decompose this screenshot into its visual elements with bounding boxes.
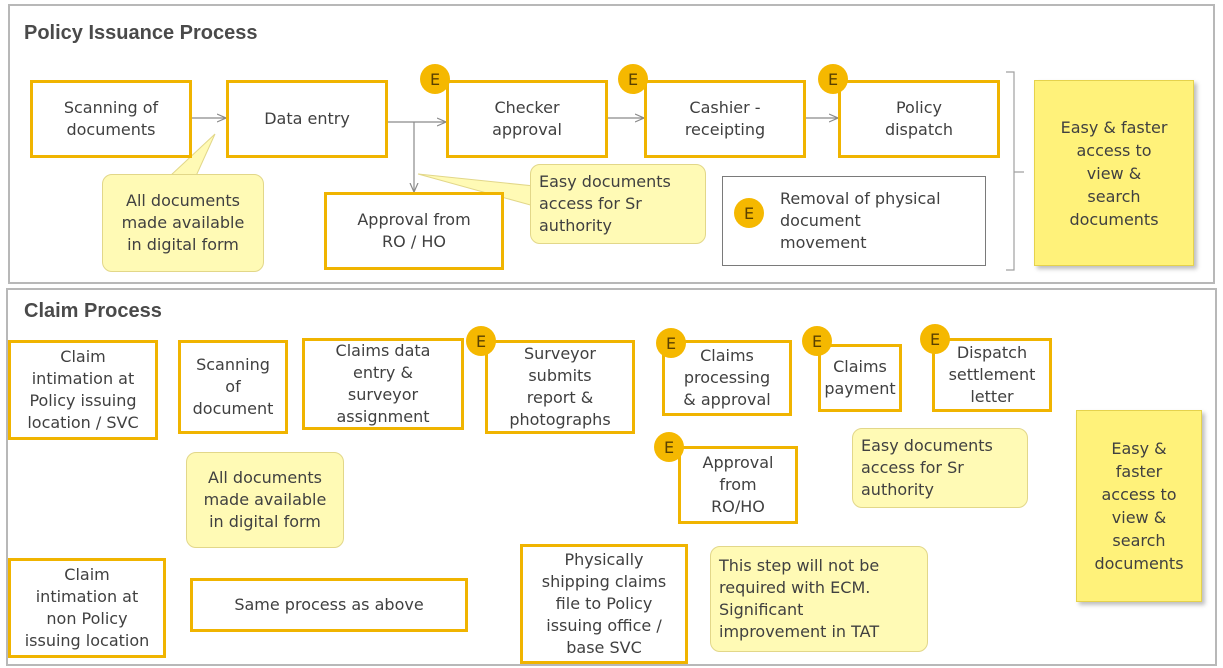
policy-step-scanning: Scanning of documents <box>30 80 192 158</box>
claim-step-approval: Approval from RO/HO <box>678 446 798 524</box>
claim-badge-surveyor: E <box>466 326 496 356</box>
policy-badge-dispatch: E <box>818 64 848 94</box>
claim-badge-dispatch: E <box>920 324 950 354</box>
claim-step-same-process: Same process as above <box>190 578 468 632</box>
claim-callout-digital: All documents made available in digital … <box>186 452 344 548</box>
claim-badge-processing: E <box>656 328 686 358</box>
claim-step-payment: Claims payment <box>818 344 902 412</box>
policy-step-cashier: Cashier - receipting <box>644 80 806 158</box>
policy-callout-access: Easy documents access for Sr authority <box>530 164 706 244</box>
claim-step-surveyor: Surveyor submits report & photographs <box>485 340 635 434</box>
claim-badge-payment: E <box>802 326 832 356</box>
policy-step-dispatch: Policy dispatch <box>838 80 1000 158</box>
legend-text: Removal of physical document movement <box>780 189 941 252</box>
claim-step-data-entry: Claims data entry & surveyor assignment <box>302 338 464 430</box>
policy-step-data-entry: Data entry <box>226 80 388 158</box>
claim-callout-ecm: This step will not be required with ECM.… <box>710 546 928 652</box>
claim-summary-note: Easy & faster access to view & search do… <box>1076 410 1202 602</box>
claim-step-scanning: Scanning of document <box>178 340 288 434</box>
policy-summary-note: Easy & faster access to view & search do… <box>1034 80 1194 266</box>
claim-badge-approval: E <box>654 432 684 462</box>
claim-step-shipping: Physically shipping claims file to Polic… <box>520 544 688 664</box>
policy-callout-digital: All documents made available in digital … <box>102 174 264 272</box>
claim-step-intimation-non: Claim intimation at non Policy issuing l… <box>8 558 166 658</box>
claim-step-dispatch: Dispatch settlement letter <box>932 338 1052 412</box>
claim-step-processing: Claims processing & approval <box>662 340 792 416</box>
policy-badge-checker: E <box>420 64 450 94</box>
policy-legend <box>722 176 986 266</box>
claim-panel-title: Claim Process <box>24 300 162 322</box>
policy-step-approval: Approval from RO / HO <box>324 192 504 270</box>
claim-callout-access: Easy documents access for Sr authority <box>852 428 1028 508</box>
policy-badge-cashier: E <box>618 64 648 94</box>
policy-step-checker: Checker approval <box>446 80 608 158</box>
legend-badge: E <box>734 198 764 228</box>
claim-step-intimation: Claim intimation at Policy issuing locat… <box>8 340 158 440</box>
policy-panel-title: Policy Issuance Process <box>24 22 258 44</box>
